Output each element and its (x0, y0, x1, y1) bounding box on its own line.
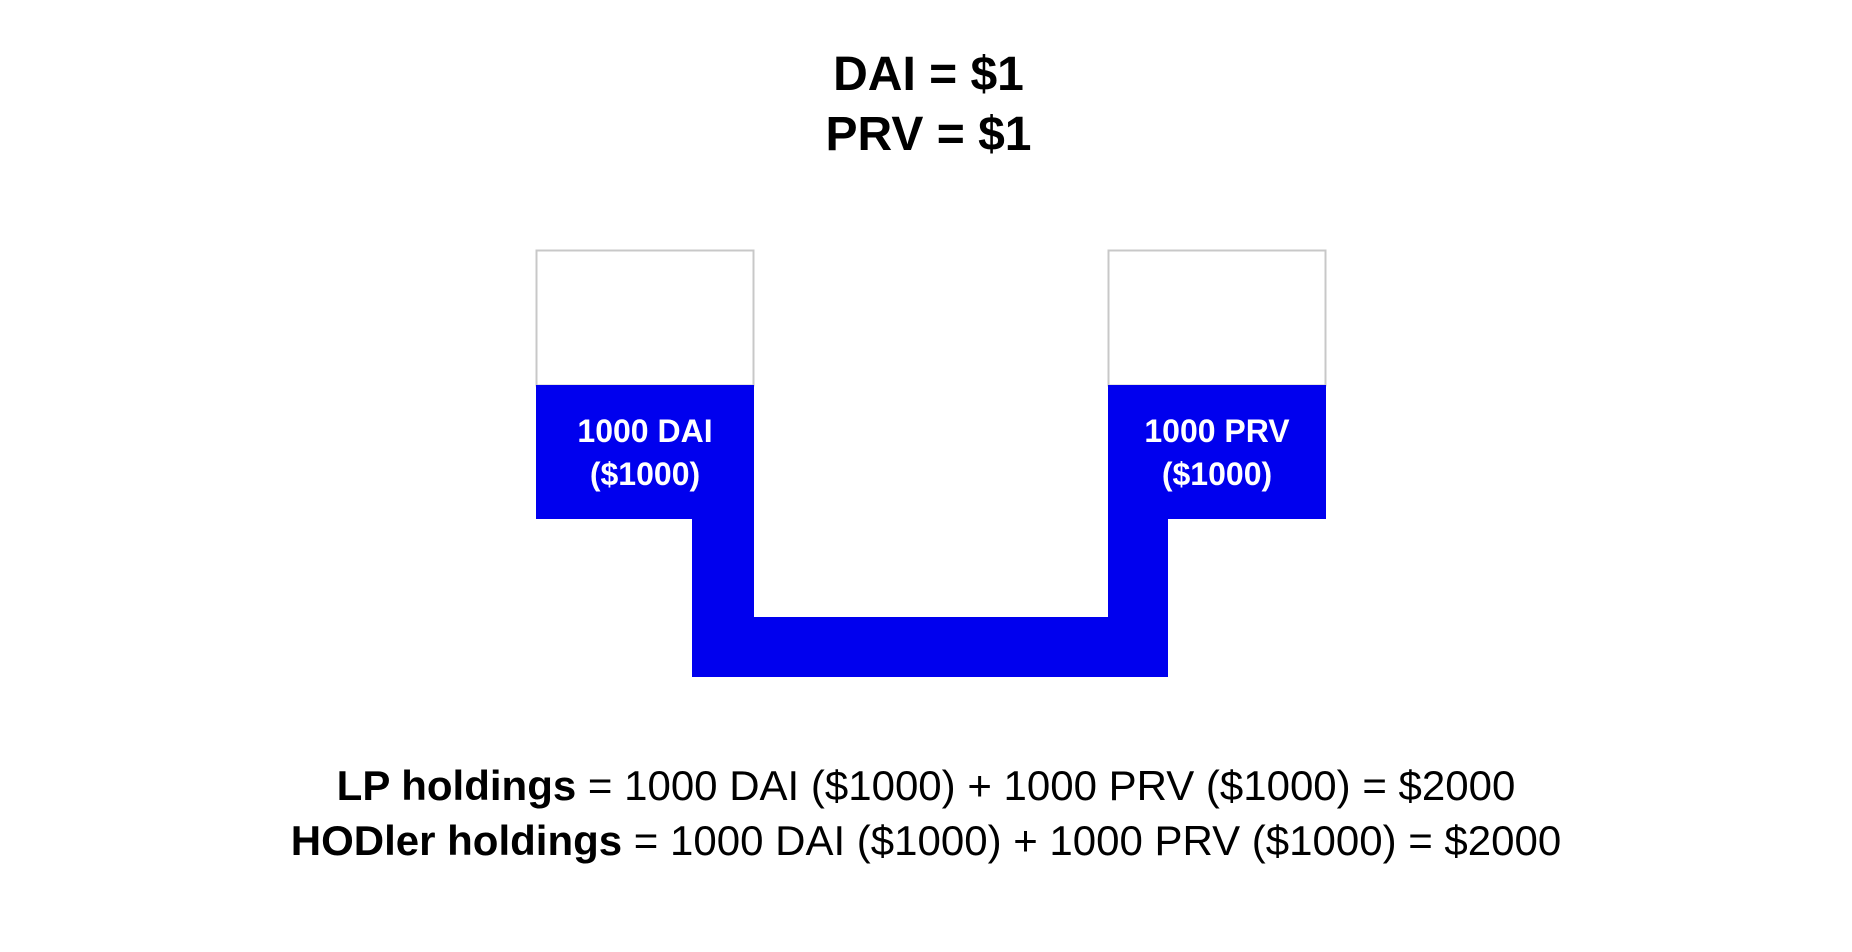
price-header: DAI = $1 PRV = $1 (0, 45, 1852, 165)
prv-container-empty (1107, 249, 1327, 387)
prv-pool-value: ($1000) (1161, 456, 1273, 492)
dai-price: DAI = $1 (833, 48, 1024, 101)
hodler-holdings-formula: = 1000 DAI ($1000) + 1000 PRV ($1000) = … (622, 817, 1562, 864)
hodler-holdings-label: HODler holdings (290, 817, 623, 864)
hodler-holdings-line: HODler holdings = 1000 DAI ($1000) + 100… (0, 813, 1852, 868)
holdings-summary: LP holdings = 1000 DAI ($1000) + 1000 PR… (0, 758, 1852, 868)
prv-pool-label: 1000 PRV ($1000) (1108, 410, 1326, 496)
lp-holdings-line: LP holdings = 1000 DAI ($1000) + 1000 PR… (0, 758, 1852, 813)
prv-pool-amount: 1000 PRV (1144, 413, 1290, 449)
dai-pool-label: 1000 DAI ($1000) (536, 410, 754, 496)
liquid-fill (536, 385, 1326, 677)
dai-container-empty (535, 249, 755, 387)
lp-holdings-formula: = 1000 DAI ($1000) + 1000 PRV ($1000) = … (576, 762, 1516, 809)
dai-pool-amount: 1000 DAI (577, 413, 713, 449)
dai-pool-value: ($1000) (589, 456, 701, 492)
prv-price: PRV = $1 (825, 108, 1032, 161)
lp-holdings-label: LP holdings (336, 762, 577, 809)
